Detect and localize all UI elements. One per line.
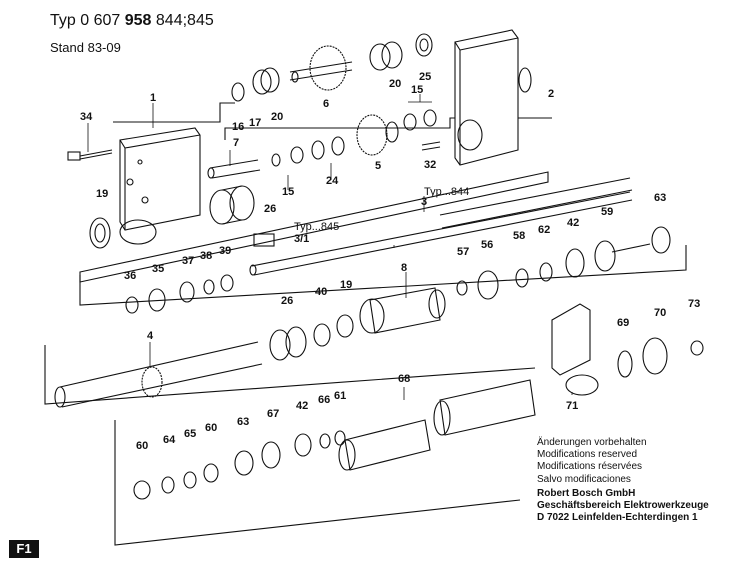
type-label-844: Typ...844 bbox=[424, 186, 470, 198]
company-info: Robert Bosch GmbH Geschäftsbereich Elekt… bbox=[537, 488, 709, 525]
label-6: 6 bbox=[323, 98, 330, 110]
type-label-845: Typ...845 bbox=[294, 221, 340, 233]
label-35: 35 bbox=[152, 263, 165, 275]
label-63a: 63 bbox=[654, 192, 667, 204]
ring-16 bbox=[231, 82, 245, 102]
gear-5 bbox=[356, 114, 399, 156]
label-61: 61 bbox=[334, 390, 347, 402]
label-56: 56 bbox=[481, 239, 494, 251]
label-3-1: 3/1 bbox=[294, 233, 310, 245]
label-4: 4 bbox=[147, 330, 154, 342]
note-line: Modifications réservées bbox=[537, 461, 643, 473]
label-59: 59 bbox=[601, 206, 614, 218]
housing-2 bbox=[454, 29, 532, 166]
label-8: 8 bbox=[401, 262, 408, 274]
label-3: 3 bbox=[421, 196, 428, 208]
label-42a: 42 bbox=[567, 217, 580, 229]
housing-1 bbox=[119, 127, 201, 245]
note-line: Änderungen vorbehalten bbox=[537, 437, 647, 448]
change-notes: Änderungen vorbehalten Modifications res… bbox=[537, 437, 647, 486]
page-badge: F1 bbox=[9, 540, 39, 558]
label-36: 36 bbox=[124, 270, 137, 282]
label-20b: 20 bbox=[389, 78, 402, 90]
label-69: 69 bbox=[617, 317, 630, 329]
label-67: 67 bbox=[267, 408, 280, 420]
label-64: 64 bbox=[163, 434, 176, 446]
note-line: Modifications reserved bbox=[537, 449, 638, 461]
ring-19a bbox=[89, 217, 111, 249]
label-71: 71 bbox=[566, 400, 579, 412]
label-37: 37 bbox=[182, 255, 195, 267]
tray-line-1 bbox=[113, 102, 235, 123]
label-26a: 26 bbox=[264, 203, 277, 215]
label-19a: 19 bbox=[96, 188, 109, 200]
screw-34 bbox=[67, 149, 113, 161]
spacer-3-1 bbox=[253, 233, 275, 247]
typ-prefix: Typ bbox=[50, 12, 76, 29]
label-20a: 20 bbox=[271, 111, 284, 123]
gear-6 bbox=[289, 45, 353, 91]
label-17: 17 bbox=[249, 117, 262, 129]
bearings-24 bbox=[311, 136, 345, 160]
label-16: 16 bbox=[232, 121, 245, 133]
row-four-parts bbox=[54, 303, 704, 408]
label-63b: 63 bbox=[237, 416, 250, 428]
tray-line-4 bbox=[79, 245, 687, 306]
label-60b: 60 bbox=[205, 422, 218, 434]
label-34: 34 bbox=[80, 111, 93, 123]
label-38: 38 bbox=[200, 250, 213, 262]
label-65: 65 bbox=[184, 428, 197, 440]
bushing-20a bbox=[252, 67, 280, 95]
label-60a: 60 bbox=[136, 440, 149, 452]
label-2: 2 bbox=[548, 88, 555, 100]
label-15b: 15 bbox=[282, 186, 295, 198]
label-42b: 42 bbox=[296, 400, 309, 412]
pin-7 bbox=[207, 159, 261, 179]
company-line: Robert Bosch GmbH bbox=[537, 488, 636, 499]
row-five-parts bbox=[133, 379, 536, 500]
label-40: 40 bbox=[315, 286, 328, 298]
company-line: Geschäftsbereich Elektrowerkzeuge bbox=[537, 500, 709, 512]
label-70: 70 bbox=[654, 307, 667, 319]
leader-lines bbox=[87, 94, 573, 400]
label-25: 25 bbox=[419, 71, 432, 83]
label-26b: 26 bbox=[281, 295, 294, 307]
row-small-parts bbox=[125, 226, 671, 334]
washers-15 bbox=[271, 109, 437, 167]
label-7: 7 bbox=[233, 137, 240, 149]
label-5: 5 bbox=[375, 160, 382, 172]
label-39: 39 bbox=[219, 245, 232, 257]
label-68: 68 bbox=[398, 373, 411, 385]
company-line: D 7022 Leinfelden-Echterdingen 1 bbox=[537, 512, 698, 524]
tray-line-6 bbox=[114, 420, 521, 546]
note-line: Salvo modificaciones bbox=[537, 473, 631, 485]
label-73: 73 bbox=[688, 298, 701, 310]
pin-32 bbox=[421, 141, 441, 151]
bushing-26a bbox=[209, 185, 255, 225]
typ-code-tail: 844;845 bbox=[155, 12, 214, 29]
typ-code-plain: 0 607 bbox=[80, 12, 121, 29]
type-header: Typ 0 607 958 844;845 bbox=[50, 12, 214, 30]
label-58: 58 bbox=[513, 230, 526, 242]
typ-code-bold: 958 bbox=[124, 12, 152, 29]
label-15a: 15 bbox=[411, 84, 424, 96]
label-19b: 19 bbox=[340, 279, 353, 291]
tray-line-5 bbox=[44, 345, 536, 405]
shaft-3 bbox=[249, 177, 633, 276]
label-1: 1 bbox=[150, 92, 157, 104]
ring-25 bbox=[415, 33, 433, 57]
label-57: 57 bbox=[457, 246, 470, 258]
label-24: 24 bbox=[326, 175, 339, 187]
bushing-20b bbox=[369, 41, 403, 71]
stand-date: Stand 83-09 bbox=[50, 40, 121, 55]
label-32: 32 bbox=[424, 159, 437, 171]
label-66: 66 bbox=[318, 394, 331, 406]
label-62: 62 bbox=[538, 224, 551, 236]
